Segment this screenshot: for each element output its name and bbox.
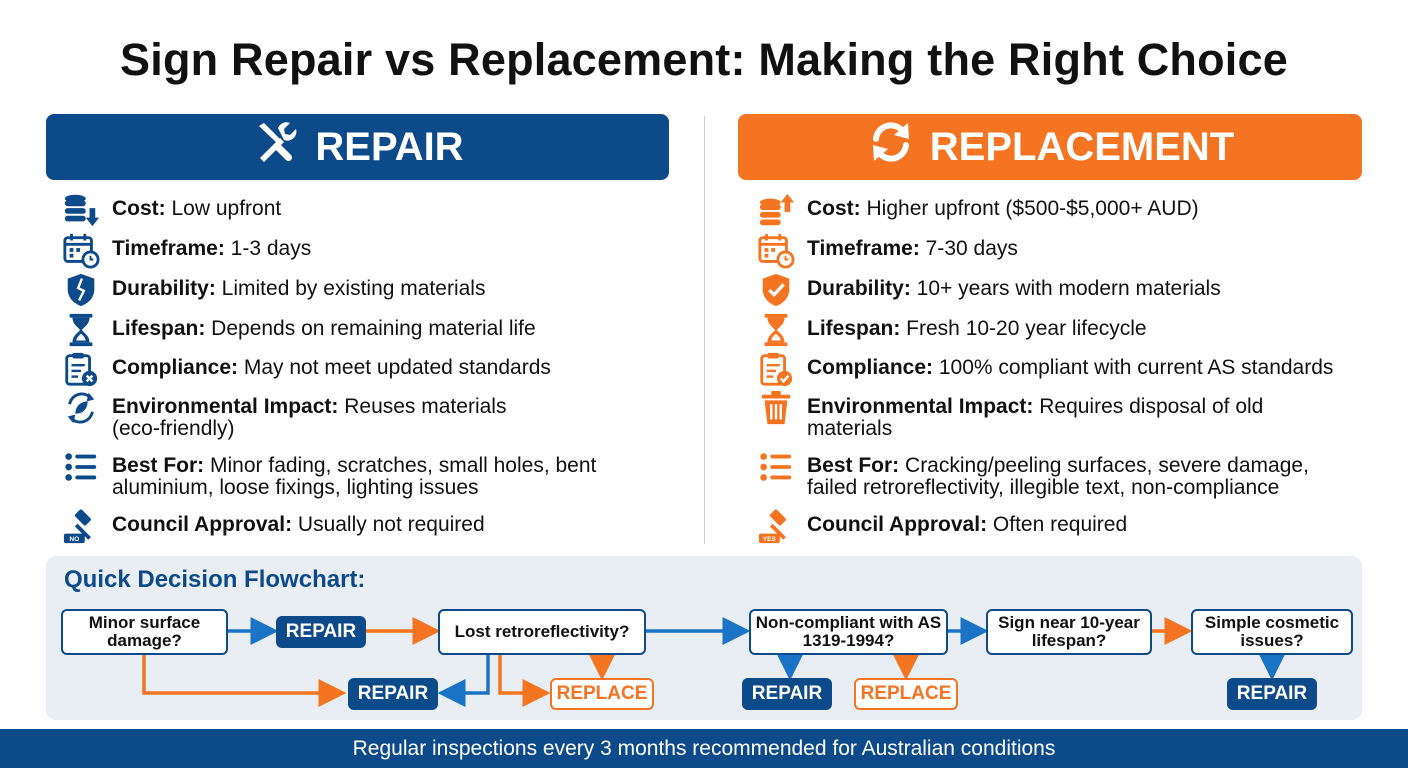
item-label: Best For: <box>807 454 900 477</box>
footer-banner: Regular inspections every 3 months recom… <box>0 729 1408 768</box>
cracked-shield-icon <box>60 270 102 310</box>
refresh-icon <box>866 117 916 177</box>
item-text: May not meet updated standards <box>238 356 551 379</box>
coins-down-icon <box>60 190 102 230</box>
item-text: Often required <box>987 513 1128 536</box>
replacement-cost-item: Cost: Higher upfront ($500-$5,000+ AUD) <box>755 193 1365 230</box>
flow-question-5: Simple cosmetic issues? <box>1191 609 1353 655</box>
list-icon <box>60 447 102 487</box>
repair-durability-item: Durability: Limited by existing material… <box>60 273 680 310</box>
flow-question-4: Sign near 10-year lifespan? <box>986 609 1152 655</box>
list-icon <box>755 447 797 487</box>
item-text: Higher upfront ($500-$5,000+ AUD) <box>860 197 1199 220</box>
wrench-screwdriver-icon <box>251 117 301 177</box>
item-text: Reuses materials (eco-friendly) <box>112 395 507 440</box>
item-label: Cost: <box>112 197 166 220</box>
item-label: Durability: <box>112 277 216 300</box>
repair-header: REPAIR <box>46 114 669 180</box>
column-divider <box>704 116 705 544</box>
repair-timeframe-item: Timeframe: 1-3 days <box>60 233 680 270</box>
coins-up-icon <box>755 190 797 230</box>
calendar-clock-icon <box>755 230 797 270</box>
item-label: Compliance: <box>112 356 239 379</box>
replacement-header-label: REPLACEMENT <box>929 124 1235 169</box>
shield-check-icon <box>755 270 797 310</box>
item-text: Fresh 10-20 year lifecycle <box>900 317 1147 340</box>
flow-question-2: Lost retroreflectivity? <box>438 609 646 655</box>
item-label: Durability: <box>807 277 911 300</box>
flow-outcome-replace-2: REPLACE <box>854 678 958 710</box>
flowchart-title: Quick Decision Flowchart: <box>64 566 366 593</box>
replacement-council-item: YES Council Approval: Often required <box>755 509 1365 546</box>
flow-question-1: Minor surface damage? <box>61 609 228 655</box>
replacement-lifespan-item: Lifespan: Fresh 10-20 year lifecycle <box>755 313 1365 350</box>
repair-environment-item: Environmental Impact: Reuses materials (… <box>60 392 540 440</box>
item-label: Timeframe: <box>112 237 225 260</box>
item-label: Lifespan: <box>112 317 206 340</box>
repair-council-item: NO Council Approval: Usually not require… <box>60 509 680 546</box>
item-text: 10+ years with modern materials <box>910 277 1221 300</box>
hourglass-icon <box>755 310 797 350</box>
clipboard-check-icon <box>755 349 797 389</box>
flow-outcome-repair-2: REPAIR <box>348 678 438 710</box>
flow-outcome-repair-1: REPAIR <box>276 616 366 648</box>
item-label: Compliance: <box>807 356 934 379</box>
item-label: Environmental Impact: <box>112 395 339 418</box>
item-text: 100% compliant with current AS standards <box>933 356 1334 379</box>
trash-bin-icon <box>755 388 797 428</box>
item-label: Lifespan: <box>807 317 901 340</box>
replacement-compliance-item: Compliance: 100% compliant with current … <box>755 352 1365 389</box>
item-text: Usually not required <box>292 513 485 536</box>
flow-outcome-replace-1: REPLACE <box>550 678 654 710</box>
item-text: Depends on remaining material life <box>205 317 536 340</box>
page-title: Sign Repair vs Replacement: Making the R… <box>120 34 1288 85</box>
item-text: 7-30 days <box>919 237 1018 260</box>
item-text: Limited by existing materials <box>215 277 486 300</box>
repair-header-label: REPAIR <box>315 124 464 169</box>
recycle-leaf-icon <box>60 388 102 428</box>
gavel-badge: NO <box>69 536 79 543</box>
replacement-timeframe-item: Timeframe: 7-30 days <box>755 233 1365 270</box>
replacement-environment-item: Environmental Impact: Requires disposal … <box>755 390 1315 440</box>
flow-outcome-repair-3: REPAIR <box>742 678 832 710</box>
replacement-best-for-item: Best For: Cracking/peeling surfaces, sev… <box>755 453 1355 499</box>
repair-cost-item: Cost: Low upfront <box>60 194 680 230</box>
item-text: Requires disposal of old materials <box>807 395 1264 440</box>
hourglass-icon <box>60 310 102 350</box>
gavel-badge: YES <box>763 536 777 543</box>
item-label: Cost: <box>807 197 861 220</box>
repair-compliance-item: Compliance: May not meet updated standar… <box>60 352 680 389</box>
gavel-no-icon: NO <box>60 506 102 546</box>
item-label: Best For: <box>112 454 205 477</box>
flow-question-3: Non-compliant with AS 1319-1994? <box>749 609 948 655</box>
item-label: Environmental Impact: <box>807 395 1034 418</box>
gavel-yes-icon: YES <box>755 506 797 546</box>
item-text: Cracking/peeling surfaces, severe damage… <box>807 454 1309 499</box>
calendar-clock-icon <box>60 230 102 270</box>
repair-best-for-item: Best For: Minor fading, scratches, small… <box>60 453 640 499</box>
item-text: Low upfront <box>165 197 282 220</box>
item-text: 1-3 days <box>224 237 312 260</box>
item-label: Timeframe: <box>807 237 920 260</box>
clipboard-x-icon <box>60 349 102 389</box>
item-text: Minor fading, scratches, small holes, be… <box>112 454 597 499</box>
item-label: Council Approval: <box>807 513 988 536</box>
flow-outcome-repair-4: REPAIR <box>1227 678 1317 710</box>
item-label: Council Approval: <box>112 513 293 536</box>
replacement-durability-item: Durability: 10+ years with modern materi… <box>755 273 1365 310</box>
repair-lifespan-item: Lifespan: Depends on remaining material … <box>60 313 680 350</box>
replacement-header: REPLACEMENT <box>738 114 1362 180</box>
